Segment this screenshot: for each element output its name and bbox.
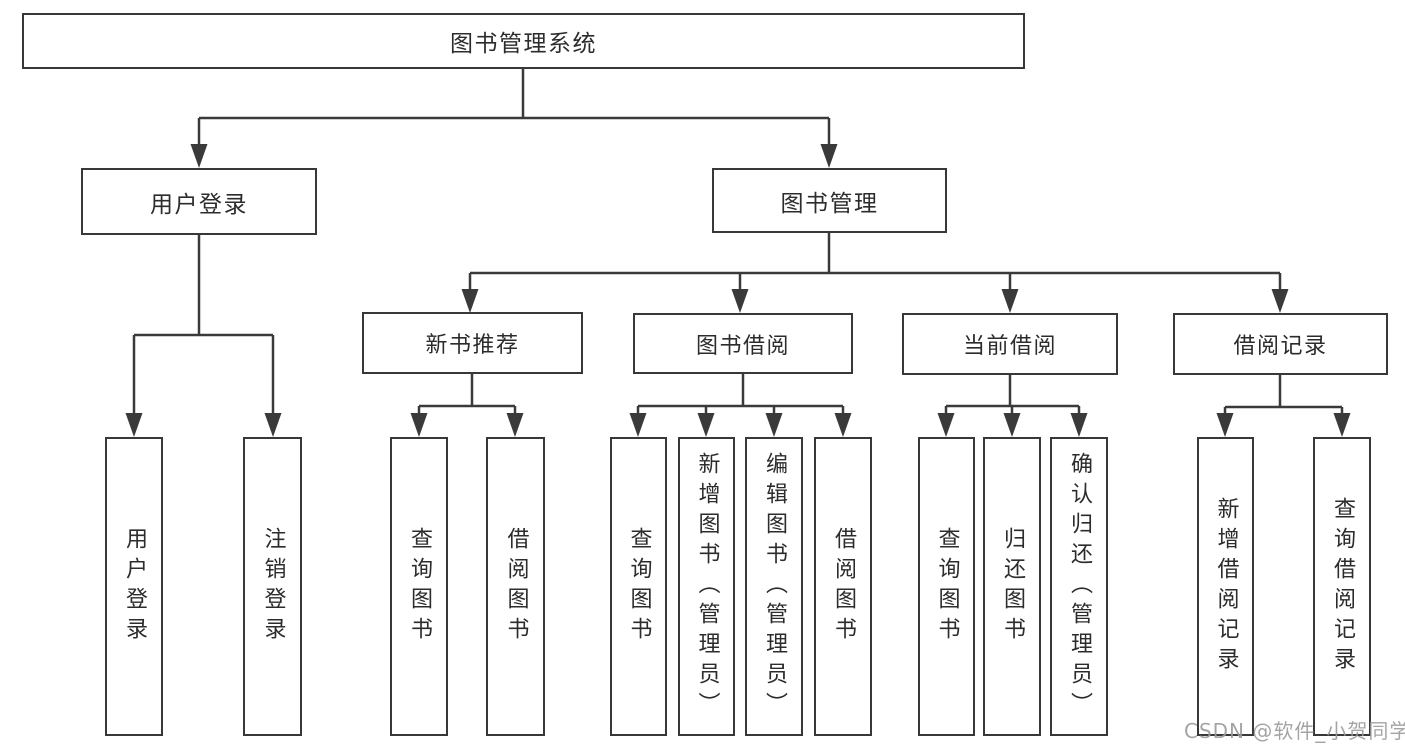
node-new-book-recommend: 新书推荐 bbox=[362, 312, 583, 374]
node-book-borrow-label: 图书借阅 bbox=[695, 333, 790, 359]
leaf-add-book-admin: 新增图书（管理员） bbox=[678, 437, 735, 736]
leaf-add-book-admin-label: 新增图书（管理员） bbox=[694, 451, 720, 722]
leaf-query-borrow-record-label: 查询借阅记录 bbox=[1330, 496, 1355, 677]
leaf-rec-borrow-book-label: 借阅图书 bbox=[503, 526, 529, 647]
leaf-rec-query-book: 查询图书 bbox=[390, 437, 448, 736]
leaf-rec-borrow-book: 借阅图书 bbox=[486, 437, 545, 736]
leaf-return-book-label: 归还图书 bbox=[1000, 526, 1025, 647]
leaf-rec-query-book-label: 查询图书 bbox=[407, 526, 432, 647]
node-book-borrow: 图书借阅 bbox=[633, 313, 853, 374]
leaf-borrow-query-book-label: 查询图书 bbox=[626, 526, 652, 647]
leaf-cur-query-book: 查询图书 bbox=[918, 437, 975, 736]
node-root-label: 图书管理系统 bbox=[450, 31, 597, 57]
node-user-login-label: 用户登录 bbox=[150, 191, 248, 218]
node-borrow-record-label: 借阅记录 bbox=[1233, 334, 1328, 359]
node-current-borrow-label: 当前借阅 bbox=[962, 334, 1057, 359]
leaf-logout-label: 注销登录 bbox=[260, 526, 286, 647]
node-book-management-label: 图书管理 bbox=[780, 190, 879, 217]
leaf-add-borrow-record-label: 新增借阅记录 bbox=[1213, 496, 1239, 677]
leaf-user-login-label: 用户登录 bbox=[122, 526, 147, 647]
watermark: CSDN @软件_小贺同学 bbox=[1184, 719, 1405, 743]
leaf-borrow-book: 借阅图书 bbox=[814, 437, 872, 736]
leaf-add-borrow-record: 新增借阅记录 bbox=[1197, 437, 1254, 736]
leaf-confirm-return-admin: 确认归还（管理员） bbox=[1050, 437, 1108, 736]
leaf-confirm-return-admin-label: 确认归还（管理员） bbox=[1067, 451, 1092, 722]
leaf-logout: 注销登录 bbox=[243, 437, 302, 736]
node-user-login: 用户登录 bbox=[81, 168, 317, 235]
node-borrow-record: 借阅记录 bbox=[1173, 313, 1388, 375]
leaf-query-borrow-record: 查询借阅记录 bbox=[1313, 437, 1371, 736]
leaf-user-login: 用户登录 bbox=[105, 437, 163, 736]
leaf-edit-book-admin: 编辑图书（管理员） bbox=[745, 437, 803, 736]
leaf-borrow-query-book: 查询图书 bbox=[610, 437, 667, 736]
node-book-management: 图书管理 bbox=[712, 168, 947, 233]
leaf-borrow-book-label: 借阅图书 bbox=[831, 526, 856, 647]
leaf-edit-book-admin-label: 编辑图书（管理员） bbox=[762, 451, 787, 722]
leaf-cur-query-book-label: 查询图书 bbox=[934, 526, 960, 647]
node-new-book-recommend-label: 新书推荐 bbox=[425, 333, 520, 358]
node-root: 图书管理系统 bbox=[22, 13, 1025, 69]
leaf-return-book: 归还图书 bbox=[983, 437, 1041, 736]
node-current-borrow: 当前借阅 bbox=[902, 313, 1118, 375]
